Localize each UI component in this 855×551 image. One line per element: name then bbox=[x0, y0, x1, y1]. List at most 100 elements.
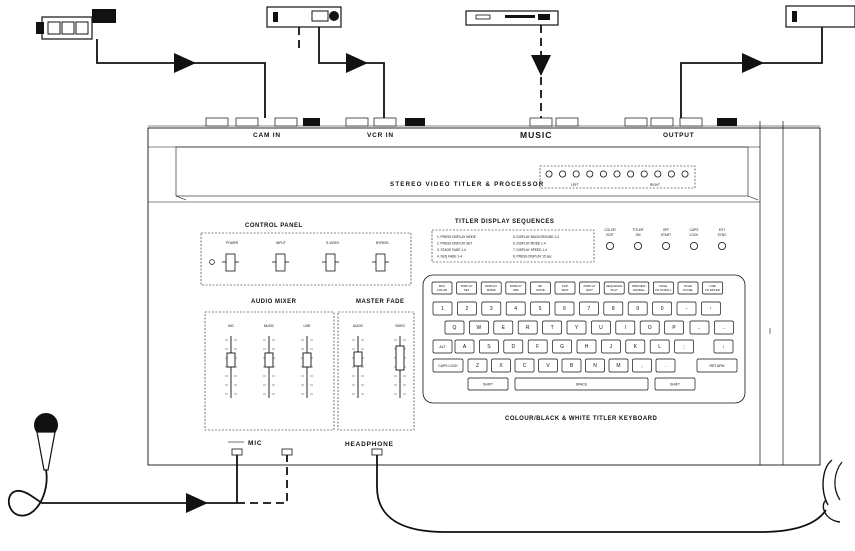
key--[interactable]: - bbox=[676, 301, 697, 316]
key-label: CAPS LOCK bbox=[438, 364, 458, 368]
key--[interactable]: , bbox=[632, 358, 652, 373]
key--[interactable]: → bbox=[714, 320, 734, 335]
switch-power[interactable]: POWER bbox=[222, 241, 239, 272]
key--[interactable]: ; bbox=[674, 339, 694, 354]
switch-input[interactable]: INPUT bbox=[272, 241, 289, 272]
key-label: . bbox=[665, 363, 666, 369]
fader-knob[interactable] bbox=[302, 352, 312, 368]
key-j[interactable]: J bbox=[601, 339, 621, 354]
key-label: TEXT bbox=[561, 288, 569, 292]
key-label: 8 bbox=[612, 306, 615, 312]
key-return[interactable]: RETURN bbox=[696, 358, 738, 373]
key-9[interactable]: 9 bbox=[627, 301, 648, 316]
key-shift[interactable]: SHIFT bbox=[467, 377, 509, 391]
key-4[interactable]: 4 bbox=[505, 301, 526, 316]
key-a[interactable]: A bbox=[454, 339, 475, 354]
key-f[interactable]: F bbox=[527, 339, 548, 354]
key-label: ; bbox=[683, 344, 684, 350]
key-8[interactable]: 8 bbox=[603, 301, 624, 316]
key-h[interactable]: H bbox=[576, 339, 597, 354]
key-g[interactable]: G bbox=[552, 339, 572, 354]
key-space[interactable]: SPACE bbox=[514, 377, 649, 391]
fader-video[interactable]: VIDEO bbox=[394, 324, 406, 398]
fader-mic[interactable]: MIC bbox=[225, 324, 237, 398]
key-0[interactable]: 0 bbox=[652, 301, 672, 316]
key--[interactable]: . bbox=[655, 358, 676, 373]
key-i[interactable]: I bbox=[615, 320, 636, 335]
fader-knob[interactable] bbox=[264, 352, 274, 368]
key--[interactable]: ↓ bbox=[713, 339, 734, 354]
sequence-item: 3. STAGE FADE 1-4 bbox=[437, 248, 466, 252]
fader-line[interactable]: LINE bbox=[301, 324, 313, 398]
key-o[interactable]: O bbox=[639, 320, 660, 335]
key-5[interactable]: 5 bbox=[530, 301, 550, 316]
fader-knob[interactable] bbox=[353, 351, 363, 367]
key-y[interactable]: Y bbox=[566, 320, 587, 335]
key-m[interactable]: M bbox=[608, 358, 629, 373]
key-shift[interactable]: SHIFT bbox=[654, 377, 696, 391]
key-label: → bbox=[721, 325, 726, 331]
fader-knob[interactable] bbox=[226, 352, 236, 368]
key--[interactable]: ← bbox=[689, 320, 710, 335]
switch-label: BYPASS bbox=[376, 241, 389, 245]
key-n[interactable]: N bbox=[585, 358, 605, 373]
key-label: STATE bbox=[536, 288, 545, 292]
key-v[interactable]: V bbox=[538, 358, 558, 373]
key-d[interactable]: D bbox=[503, 339, 524, 354]
key-label: , bbox=[641, 363, 642, 369]
key-label: ENABLE bbox=[633, 288, 644, 292]
key-3[interactable]: 3 bbox=[481, 301, 502, 316]
key-x[interactable]: X bbox=[491, 358, 511, 373]
key-label: DISPLAY bbox=[584, 284, 596, 288]
fader-music[interactable]: MUSIC bbox=[263, 324, 275, 398]
key-r[interactable]: R bbox=[517, 320, 538, 335]
switch-bypass[interactable]: BYPASS bbox=[372, 241, 389, 272]
sequence-item: 6. DISPLAY MODE 1-4 bbox=[513, 242, 546, 246]
key-k[interactable]: K bbox=[625, 339, 646, 354]
key-q[interactable]: Q bbox=[444, 320, 465, 335]
port-label-cam-in: CAM IN bbox=[253, 132, 281, 139]
indicator-led-icon bbox=[690, 241, 699, 250]
key-b[interactable]: B bbox=[561, 358, 582, 373]
key-7[interactable]: 7 bbox=[579, 301, 599, 316]
key-alt[interactable]: ALT bbox=[432, 339, 453, 354]
key-c[interactable]: C bbox=[514, 358, 535, 373]
key-label: D bbox=[511, 344, 515, 350]
key-t[interactable]: T bbox=[542, 320, 562, 335]
fader-audio[interactable]: AUDIO bbox=[352, 324, 364, 398]
key-w[interactable]: W bbox=[469, 320, 489, 335]
key-u[interactable]: U bbox=[591, 320, 611, 335]
switch-s-video[interactable]: S-VIDEO bbox=[322, 241, 340, 272]
level-led-icon bbox=[572, 170, 580, 178]
key-caps-lock[interactable]: CAPS LOCK bbox=[432, 358, 464, 373]
key-e[interactable]: E bbox=[493, 320, 514, 335]
key-1[interactable]: 1 bbox=[432, 301, 453, 316]
sequence-item: 7. DISPLAY SPEED 1-4 bbox=[513, 248, 547, 252]
key-l[interactable]: L bbox=[649, 339, 670, 354]
vcr-icon bbox=[266, 6, 342, 28]
key-6[interactable]: 6 bbox=[554, 301, 575, 316]
sequence-item: 5. DISPLAY BACKGROUND 1-4 bbox=[513, 235, 559, 239]
key-label: FN DEL bbox=[683, 288, 694, 292]
key--[interactable]: ↑ bbox=[701, 301, 721, 316]
key-2[interactable]: 2 bbox=[457, 301, 477, 316]
indicator-led-icon bbox=[634, 241, 643, 250]
key-p[interactable]: P bbox=[664, 320, 684, 335]
key-label: DISPLAY bbox=[485, 284, 497, 288]
fader-knob[interactable] bbox=[395, 345, 405, 371]
key-s[interactable]: S bbox=[479, 339, 499, 354]
key-z[interactable]: Z bbox=[467, 358, 488, 373]
